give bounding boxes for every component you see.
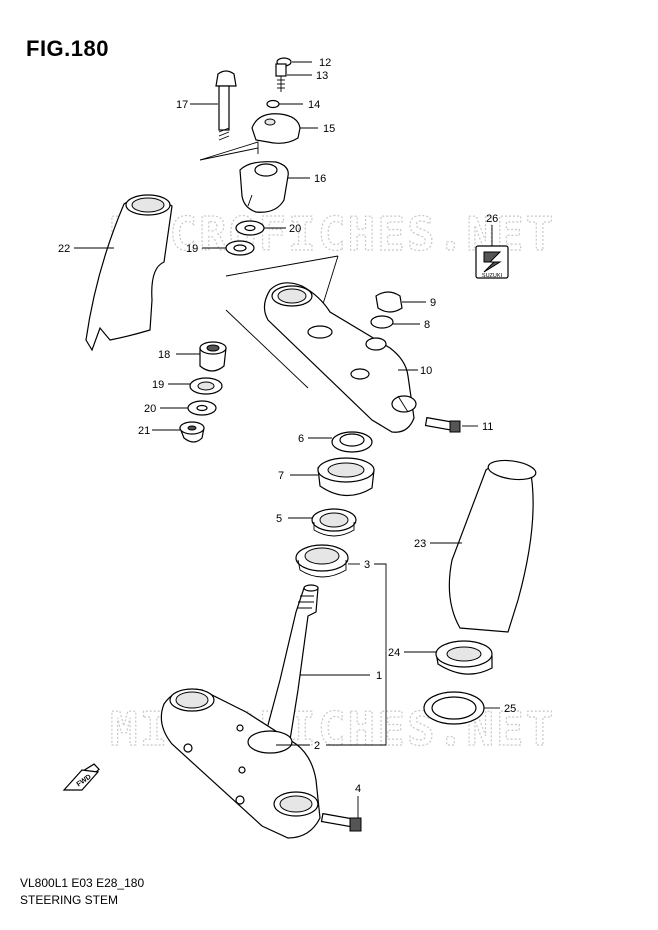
part-1-steering-stem xyxy=(263,584,319,741)
part-6-steering-nut xyxy=(331,431,373,453)
part-20-washer-upper xyxy=(235,220,265,236)
part-18-bushing xyxy=(199,341,227,372)
callout-12: 12 xyxy=(319,57,331,69)
callout-24: 24 xyxy=(388,647,400,659)
part-14-washer xyxy=(266,99,280,109)
callout-26: 26 xyxy=(486,213,498,225)
part-7-dust-seal xyxy=(317,457,375,497)
svg-text:SUZUKI: SUZUKI xyxy=(482,273,503,279)
part-22-fork-cover xyxy=(85,194,173,352)
callout-10: 10 xyxy=(420,365,432,377)
callout-15: 15 xyxy=(323,123,335,135)
figure-code: VL800L1 E03 E28_180 xyxy=(20,876,145,890)
callout-4: 4 xyxy=(355,783,361,795)
callout-22: 22 xyxy=(58,243,70,255)
part-15-upper-holder xyxy=(251,113,301,144)
figure-name: STEERING STEM xyxy=(20,893,119,907)
callout-5: 5 xyxy=(276,513,282,525)
part-11-bolt xyxy=(424,416,461,433)
part-19-washer-lower xyxy=(189,377,223,395)
callout-25: 25 xyxy=(504,703,516,715)
part-10-upper-bracket xyxy=(263,282,417,433)
callout-labels: 12 13 14 15 17 16 20 19 22 26 9 8 10 11 … xyxy=(58,57,516,795)
callout-3: 3 xyxy=(364,559,370,571)
part-9-cap-nut xyxy=(375,291,403,313)
callout-8: 8 xyxy=(424,319,430,331)
callout-1: 1 xyxy=(376,670,382,682)
part-17-bolt xyxy=(215,70,237,141)
part-24-ring-nut xyxy=(435,640,493,675)
callout-20b: 20 xyxy=(144,403,156,415)
part-25-washer xyxy=(423,691,485,725)
callout-6: 6 xyxy=(298,433,304,445)
callout-16: 16 xyxy=(314,173,326,185)
part-13-bolt xyxy=(275,63,287,92)
part-5-bearing-upper xyxy=(311,508,357,537)
part-23-lower-cover xyxy=(448,459,537,633)
callout-20a: 20 xyxy=(289,223,301,235)
callout-18: 18 xyxy=(158,349,170,361)
callout-2: 2 xyxy=(314,740,320,752)
callout-13: 13 xyxy=(316,70,328,82)
part-20-washer-lower xyxy=(187,400,217,416)
part-19-washer-upper xyxy=(225,240,255,256)
callout-21: 21 xyxy=(138,425,150,437)
figure-title: FIG.180 xyxy=(26,36,109,61)
callout-19a: 19 xyxy=(186,243,198,255)
part-4-bolt xyxy=(320,812,362,832)
callout-11: 11 xyxy=(482,421,493,433)
part-3-bearing-lower xyxy=(295,544,349,578)
part-8-washer xyxy=(370,315,394,329)
callout-14: 14 xyxy=(308,99,320,111)
callout-9: 9 xyxy=(430,297,436,309)
leader-lines xyxy=(74,61,500,818)
part-21-nut xyxy=(179,421,205,443)
part-16-lower-holder xyxy=(239,161,289,213)
callout-17: 17 xyxy=(176,99,188,111)
part-lower-bracket xyxy=(160,688,321,839)
suzuki-logo: SUZUKI xyxy=(475,245,509,279)
callout-23: 23 xyxy=(414,538,426,550)
fwd-arrow-icon: FWD xyxy=(62,763,100,791)
callout-7: 7 xyxy=(278,470,284,482)
callout-19b: 19 xyxy=(152,379,164,391)
